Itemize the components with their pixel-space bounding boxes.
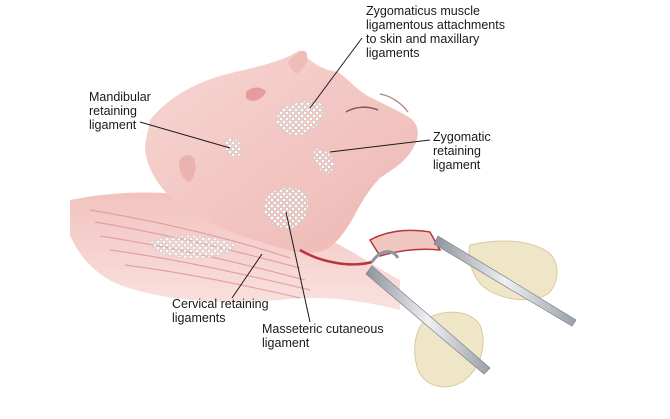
label-zygomaticus-attachments: Zygomaticus muscle ligamentous attachmen… (366, 4, 505, 60)
zygomatic-patch (313, 148, 335, 174)
zygomaticus-patch (275, 100, 324, 136)
retractor-hook (370, 250, 400, 263)
mandibular-patch (224, 138, 243, 158)
ear (178, 154, 196, 182)
leader-masseteric (285, 211, 311, 323)
leader-mandibular (139, 121, 231, 149)
glove-hand-lower (414, 311, 484, 388)
incision (299, 248, 373, 266)
face-skin (145, 50, 418, 253)
label-masseteric-cutaneous-ligament: Masseteric cutaneous ligament (262, 322, 384, 350)
eyebrow (379, 93, 409, 113)
glove-hand-upper (468, 240, 558, 301)
label-mandibular-retaining-ligament: Mandibular retaining ligament (89, 90, 151, 132)
instrument-lower (365, 265, 491, 375)
label-zygomatic-retaining-ligament: Zygomatic retaining ligament (433, 130, 491, 172)
masseteric-patch (263, 187, 309, 229)
instrument-upper (433, 235, 577, 327)
nose (288, 50, 308, 74)
label-cervical-retaining-ligaments: Cervical retaining ligaments (172, 297, 269, 325)
leader-zygomatic (329, 139, 431, 153)
cervical-patch (149, 235, 236, 259)
leader-lines (139, 37, 431, 323)
leader-cervical (231, 253, 263, 299)
lips (246, 87, 266, 101)
eye (345, 106, 379, 113)
leader-zygomaticus (309, 37, 363, 109)
